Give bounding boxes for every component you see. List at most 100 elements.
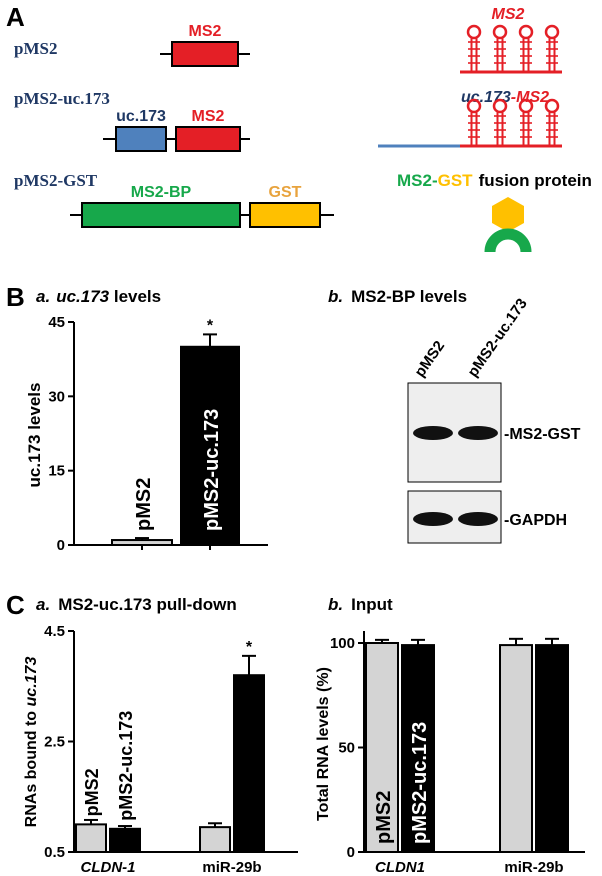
construct-name-pms2: pMS2 xyxy=(14,39,57,58)
y-tick-label: 45 xyxy=(48,314,65,331)
y-axis-label: uc.173 levels xyxy=(25,383,44,488)
blot-lane-label-pms2-uc173: pMS2-uc.173 xyxy=(464,295,531,380)
significance-mark: * xyxy=(246,639,253,656)
ms2-rna-label-part: -MS2 xyxy=(511,89,549,106)
western-blot: pMS2 pMS2-uc.173 -MS2-GST -GAPDH xyxy=(407,295,581,544)
blot-band xyxy=(458,512,498,526)
panel-ba-title: a. uc.173 levels xyxy=(36,287,161,306)
panel-cb-title: b. Input xyxy=(328,595,393,614)
hairpin-loop xyxy=(492,24,508,40)
blot-band xyxy=(413,512,453,526)
panel-bb-prefix: b. xyxy=(328,287,343,306)
ms2-bp-box-label: MS2-BP xyxy=(131,184,192,201)
panel-ba-title-rest: levels xyxy=(109,287,161,306)
ms2-box-label: MS2 xyxy=(189,23,222,40)
y-tick-label: 100 xyxy=(330,635,355,652)
panel-cb-prefix: b. xyxy=(328,595,343,614)
y-tick-label: 30 xyxy=(48,388,65,405)
gst-hexagon-icon xyxy=(492,197,524,232)
bar xyxy=(199,826,231,854)
series-label: pMS2 xyxy=(373,791,395,844)
panel-bb-title-text: MS2-BP levels xyxy=(351,287,467,306)
hairpin-loop xyxy=(466,24,482,40)
construct-name-pms2-uc173: pMS2-uc.173 xyxy=(14,89,110,108)
x-tick-label: miR-29b xyxy=(504,859,563,876)
bar xyxy=(109,827,141,853)
y-tick-label: 0.5 xyxy=(44,844,65,861)
y-axis-label-italic-part: uc.173 xyxy=(23,657,40,707)
series-label: pMS2-uc.173 xyxy=(116,711,136,821)
ms2-bp-arc-icon xyxy=(484,228,532,253)
panel-ca-title-text: MS2-uc.173 pull-down xyxy=(58,595,237,614)
x-tick-label: miR-29b xyxy=(202,859,261,876)
bar-label: pMS2-uc.173 xyxy=(201,409,223,531)
fusion-protein-icon xyxy=(484,197,532,253)
y-axis-label: Total RNA levels (%) xyxy=(315,667,332,821)
construct-pms2-gst: MS2-BP GST xyxy=(70,184,334,228)
panel-a-label: A xyxy=(6,2,25,32)
hairpin-loop xyxy=(544,98,560,114)
bar xyxy=(499,644,533,854)
bar xyxy=(233,674,265,854)
hairpin-loop xyxy=(466,98,482,114)
construct-pms2-uc173: uc.173 MS2 xyxy=(103,108,250,152)
panel-c: C a. MS2-uc.173 pull-down b. Input 0.5 2.5 4… xyxy=(6,590,585,876)
ms2-rna-label: MS2 xyxy=(492,6,525,23)
y-tick-label: 4.5 xyxy=(44,623,65,640)
gst-box-label: GST xyxy=(269,184,302,201)
series-label: pMS2-uc.173 xyxy=(409,722,431,844)
uc173-box xyxy=(115,126,167,152)
ms2-box xyxy=(171,41,239,67)
y-tick-label: 15 xyxy=(48,463,65,480)
ms2-box xyxy=(175,126,241,152)
panel-cb-title-text: Input xyxy=(351,595,393,614)
y-tick-label: 0 xyxy=(57,537,65,554)
construct-name-pms2-gst: pMS2-GST xyxy=(14,171,98,190)
panel-ba-prefix: a. xyxy=(36,287,50,306)
uc173-rna-label-part: uc.173 xyxy=(461,89,511,106)
blot-band xyxy=(458,426,498,440)
uc173-box-label: uc.173 xyxy=(116,108,166,125)
construct-pms2: MS2 xyxy=(160,23,250,67)
fusion-gst-part: GST xyxy=(438,171,474,190)
panel-ca-prefix: a. xyxy=(36,595,50,614)
panel-ba-title-italic: uc.173 xyxy=(56,287,109,306)
blot-band-label-gapdh: -GAPDH xyxy=(504,512,567,529)
fusion-protein-label: MS2-GST fusion protein xyxy=(397,171,592,190)
gst-box xyxy=(249,202,321,228)
hairpin-loop xyxy=(518,98,534,114)
chart-uc173-levels: 0 15 30 45 pMS2 pMS2-uc.173 * uc.173 levels xyxy=(25,314,268,554)
bar xyxy=(535,644,569,854)
x-tick-label: CLDN-1 xyxy=(81,859,136,876)
x-tick-label: CLDN1 xyxy=(375,859,425,876)
y-axis-label-part: RNAs bound to xyxy=(23,706,40,827)
panel-c-label: C xyxy=(6,590,25,620)
y-tick-label: 50 xyxy=(338,740,355,757)
panel-ca-title: a. MS2-uc.173 pull-down xyxy=(36,595,237,614)
series-label: pMS2 xyxy=(82,768,102,816)
significance-mark: * xyxy=(207,317,214,334)
panel-bb-title: b. MS2-BP levels xyxy=(328,287,467,306)
rna-hairpin-icon xyxy=(460,98,562,148)
blot-lane-label-pms2: pMS2 xyxy=(411,338,448,381)
panel-b-label: B xyxy=(6,282,25,312)
bar-label: pMS2 xyxy=(133,478,155,531)
hairpin-loop xyxy=(518,24,534,40)
panel-a: A pMS2 pMS2-uc.173 pMS2-GST MS2 uc.173 M… xyxy=(6,2,592,253)
hairpin-loop xyxy=(492,98,508,114)
rna-hairpin-icon xyxy=(460,24,562,74)
ms2-box-label: MS2 xyxy=(192,108,225,125)
ms2-bp-box xyxy=(81,202,241,228)
bar xyxy=(111,539,173,546)
hairpin-loop xyxy=(544,24,560,40)
fusion-ms2-part: MS2- xyxy=(397,171,438,190)
bar xyxy=(75,823,107,853)
y-tick-label: 2.5 xyxy=(44,734,65,751)
y-tick-label: 0 xyxy=(347,844,355,861)
panel-b: B a. uc.173 levels b. MS2-BP levels 0 15 30 4… xyxy=(6,282,581,554)
fusion-rest-part: fusion protein xyxy=(479,171,592,190)
y-axis-label: RNAs bound to uc.173 xyxy=(23,657,40,828)
